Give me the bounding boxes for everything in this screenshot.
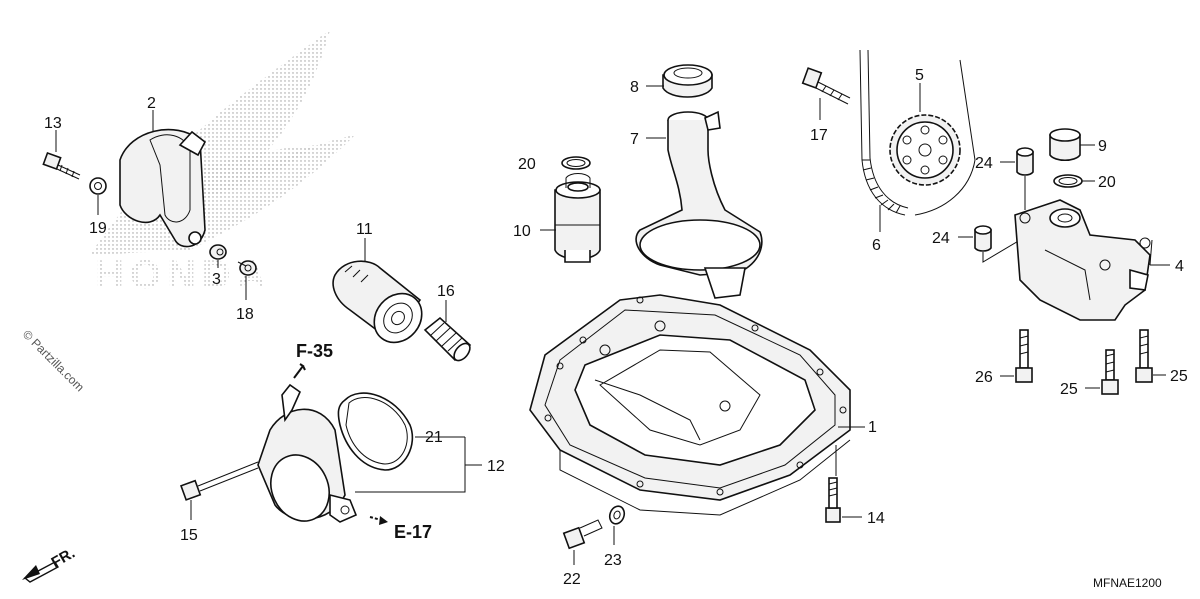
part-7-strainer[interactable] bbox=[635, 110, 763, 299]
part-5-sprocket[interactable] bbox=[889, 114, 961, 186]
callout-26: 26 bbox=[975, 369, 993, 386]
callout-2: 2 bbox=[147, 95, 156, 112]
callout-24a: 24 bbox=[975, 155, 993, 172]
callout-19: 19 bbox=[89, 220, 107, 237]
part-17-bolt[interactable] bbox=[801, 67, 851, 105]
part-13-bolt[interactable] bbox=[42, 151, 81, 180]
part-20-o-ring-right[interactable] bbox=[1053, 174, 1083, 188]
part-11-oil-filter[interactable] bbox=[332, 260, 431, 352]
callout-15: 15 bbox=[180, 527, 198, 544]
callout-7: 7 bbox=[630, 131, 639, 148]
callout-17: 17 bbox=[810, 127, 828, 144]
callout-6: 6 bbox=[872, 237, 881, 254]
part-2-cover[interactable] bbox=[119, 128, 207, 248]
diagram-code: MFNAE1200 bbox=[1093, 576, 1162, 590]
callout-12: 12 bbox=[487, 458, 505, 475]
front-direction-indicator: FR. bbox=[22, 545, 78, 583]
part-6-chain[interactable] bbox=[859, 49, 976, 216]
callout-13: 13 bbox=[44, 115, 62, 132]
callout-16: 16 bbox=[437, 283, 455, 300]
honda-brand-text: HONDA bbox=[95, 253, 272, 297]
callout-21: 21 bbox=[425, 429, 443, 446]
callout-10: 10 bbox=[513, 223, 531, 240]
callout-23: 23 bbox=[604, 552, 622, 569]
callout-1: 1 bbox=[868, 419, 877, 436]
callout-11: 11 bbox=[356, 221, 373, 238]
callout-25a: 25 bbox=[1060, 381, 1078, 398]
part-4-oil-pump[interactable] bbox=[1014, 199, 1151, 321]
part-21-gasket[interactable] bbox=[337, 392, 414, 471]
part-26-bolt[interactable] bbox=[1015, 329, 1033, 383]
partzilla-watermark: © Partzilla.com bbox=[20, 327, 87, 394]
callout-20a: 20 bbox=[518, 156, 536, 173]
part-14-bolt[interactable] bbox=[825, 477, 841, 523]
callout-20b: 20 bbox=[1098, 174, 1116, 191]
callout-8: 8 bbox=[630, 79, 639, 96]
callout-18: 18 bbox=[236, 306, 254, 323]
part-8-cap[interactable] bbox=[662, 64, 713, 98]
f35-reference[interactable]: F-35 bbox=[293, 341, 333, 379]
callout-24b: 24 bbox=[932, 230, 950, 247]
part-16-spring[interactable] bbox=[423, 316, 473, 364]
part-23-washer[interactable] bbox=[607, 504, 626, 526]
part-18-bolt[interactable] bbox=[237, 260, 257, 276]
part-12-oil-cooler[interactable] bbox=[257, 383, 358, 531]
callout-25b: 25 bbox=[1170, 368, 1188, 385]
part-25-bolt-left[interactable] bbox=[1101, 349, 1119, 395]
part-25-bolt-right[interactable] bbox=[1135, 329, 1153, 383]
part-24-dowel-upper[interactable] bbox=[1016, 147, 1034, 176]
part-19-washer[interactable] bbox=[89, 177, 107, 195]
part-24-dowel-lower[interactable] bbox=[974, 225, 992, 252]
callout-9: 9 bbox=[1098, 138, 1107, 155]
part-3-plug[interactable] bbox=[209, 244, 227, 260]
part-20-o-ring-left[interactable] bbox=[561, 156, 591, 170]
part-9-collar[interactable] bbox=[1049, 128, 1081, 162]
callout-22: 22 bbox=[563, 571, 581, 588]
e17-reference[interactable]: E-17 bbox=[369, 516, 432, 542]
part-22-drain-bolt[interactable] bbox=[562, 519, 603, 550]
f35-arrow-icon bbox=[293, 363, 306, 379]
callout-3: 3 bbox=[212, 271, 221, 288]
f35-label: F-35 bbox=[296, 341, 333, 361]
part-15-bolt[interactable] bbox=[180, 461, 259, 501]
part-10-relief-valve[interactable] bbox=[554, 173, 601, 263]
callout-4: 4 bbox=[1175, 258, 1184, 275]
e17-label: E-17 bbox=[394, 522, 432, 542]
part-1-oil-pan[interactable] bbox=[529, 294, 851, 516]
callout-14: 14 bbox=[867, 510, 885, 527]
callout-5: 5 bbox=[915, 67, 924, 84]
